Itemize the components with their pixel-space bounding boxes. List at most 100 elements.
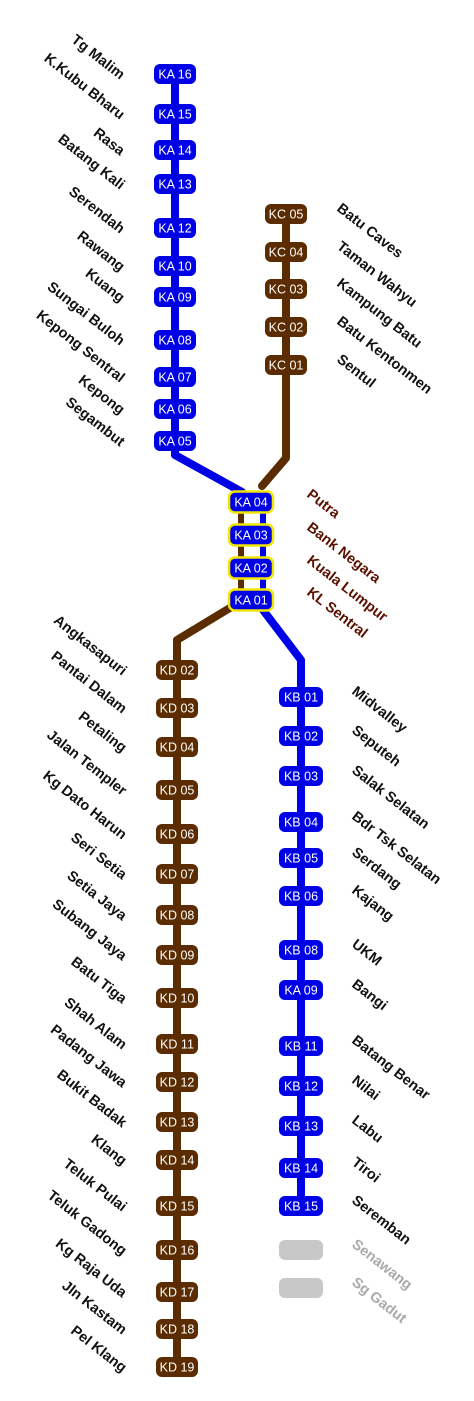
station-kd-07[interactable]: KD 07 [156,864,198,884]
station-kd-11[interactable]: KD 11 [156,1034,198,1054]
station-kd-02[interactable]: KD 02 [156,660,198,680]
station-code: KA 07 [158,371,191,385]
station-ka-10[interactable]: KA 10 [154,256,196,276]
station-code: KD 11 [160,1038,194,1052]
station-kc-05[interactable]: KC 05 [265,204,307,224]
station-name-kuang: Kuang [82,266,127,306]
station-marker [279,1278,323,1298]
station-name-klang: Klang [88,1132,130,1169]
station-future-13[interactable] [279,1240,323,1260]
station-code: KD 10 [160,992,195,1006]
station-name-rasa: Rasa [90,125,128,160]
station-kb-02[interactable]: KB 02 [279,726,323,746]
station-ka-04[interactable]: KA 04 [227,490,275,514]
station-code: KD 15 [160,1200,195,1214]
station-ka-15[interactable]: KA 15 [154,104,196,124]
station-kb-05[interactable]: KB 05 [279,848,323,868]
station-ka-01[interactable]: KA 01 [227,588,275,612]
station-marker [279,1076,323,1096]
station-kb-08[interactable]: KB 08 [279,940,323,960]
station-code: KD 18 [160,1323,195,1337]
station-kd-08[interactable]: KD 08 [156,905,198,925]
station-kd-05[interactable]: KD 05 [156,780,198,800]
station-kb-03[interactable]: KB 03 [279,766,323,786]
station-kb-11[interactable]: KB 11 [279,1036,323,1056]
station-name-sentul: Sentul [334,352,379,392]
station-code: KA 10 [158,260,191,274]
station-kb-15[interactable]: KB 15 [279,1196,323,1216]
station-marker [156,660,198,680]
station-kd-14[interactable]: KD 14 [156,1150,198,1170]
station-ka-08[interactable]: KA 08 [154,330,196,350]
station-kd-06[interactable]: KD 06 [156,824,198,844]
station-marker [279,1196,323,1216]
station-marker [156,1072,198,1092]
station-ka-07[interactable]: KA 07 [154,367,196,387]
station-ka-13[interactable]: KA 13 [154,174,196,194]
station-kb-13[interactable]: KB 13 [279,1116,323,1136]
station-marker [156,737,198,757]
station-ka-14[interactable]: KA 14 [154,140,196,160]
station-kd-10[interactable]: KD 10 [156,988,198,1008]
station-ka-06[interactable]: KA 06 [154,399,196,419]
station-kb-04[interactable]: KB 04 [279,812,323,832]
station-ka-09[interactable]: KA 09 [279,980,323,1000]
station-marker [156,780,198,800]
station-kd-19[interactable]: KD 19 [156,1357,198,1377]
station-name-rawang: Rawang [74,228,128,275]
station-code: KB 13 [284,1120,318,1134]
station-marker [156,1319,198,1339]
station-code: KB 01 [284,691,318,705]
station-name-labu: Labu [349,1113,386,1147]
station-kd-17[interactable]: KD 17 [156,1282,198,1302]
station-ka-16[interactable]: KA 16 [154,64,196,84]
station-code: KD 19 [160,1361,195,1375]
station-marker [156,864,198,884]
station-code: KB 14 [284,1162,318,1176]
station-kc-01[interactable]: KC 01 [265,355,307,375]
station-ka-03[interactable]: KA 03 [227,523,275,547]
station-code: KA 05 [158,435,191,449]
station-marker [279,726,323,746]
station-kd-04[interactable]: KD 04 [156,737,198,757]
station-name-bangi: Bangi [349,977,391,1014]
station-marker [265,204,307,224]
station-future-14[interactable] [279,1278,323,1298]
station-kb-01[interactable]: KB 01 [279,687,323,707]
station-kd-18[interactable]: KD 18 [156,1319,198,1339]
station-marker [156,945,198,965]
station-marker [279,1158,323,1178]
station-kd-03[interactable]: KD 03 [156,698,198,718]
station-kd-16[interactable]: KD 16 [156,1240,198,1260]
station-kb-12[interactable]: KB 12 [279,1076,323,1096]
station-kb-06[interactable]: KB 06 [279,886,323,906]
station-kc-03[interactable]: KC 03 [265,279,307,299]
station-ka-02[interactable]: KA 02 [227,556,275,580]
station-code: KA 16 [158,68,191,82]
station-kd-15[interactable]: KD 15 [156,1196,198,1216]
station-code: KA 15 [158,108,191,122]
station-marker [154,431,196,451]
station-code: KB 11 [284,1040,317,1054]
station-kd-13[interactable]: KD 13 [156,1112,198,1132]
station-code: KB 06 [284,890,318,904]
station-marker [279,1116,323,1136]
station-marker [154,104,196,124]
station-kc-02[interactable]: KC 02 [265,317,307,337]
station-code: KA 09 [158,291,191,305]
station-kd-12[interactable]: KD 12 [156,1072,198,1092]
station-code: KC 03 [269,283,304,297]
station-kb-14[interactable]: KB 14 [279,1158,323,1178]
station-ka-09[interactable]: KA 09 [154,287,196,307]
station-kd-09[interactable]: KD 09 [156,945,198,965]
station-ka-05[interactable]: KA 05 [154,431,196,451]
station-code: KA 14 [158,144,191,158]
station-marker [156,1357,198,1377]
station-kc-04[interactable]: KC 04 [265,242,307,262]
station-marker [154,218,196,238]
station-ka-12[interactable]: KA 12 [154,218,196,238]
station-marker [154,367,196,387]
track-kb [259,606,305,1208]
station-markers: KA 16 KA 15 KA 14 KA 13 KA 12 KA 10 KA 09 KA 08… [154,64,323,1377]
